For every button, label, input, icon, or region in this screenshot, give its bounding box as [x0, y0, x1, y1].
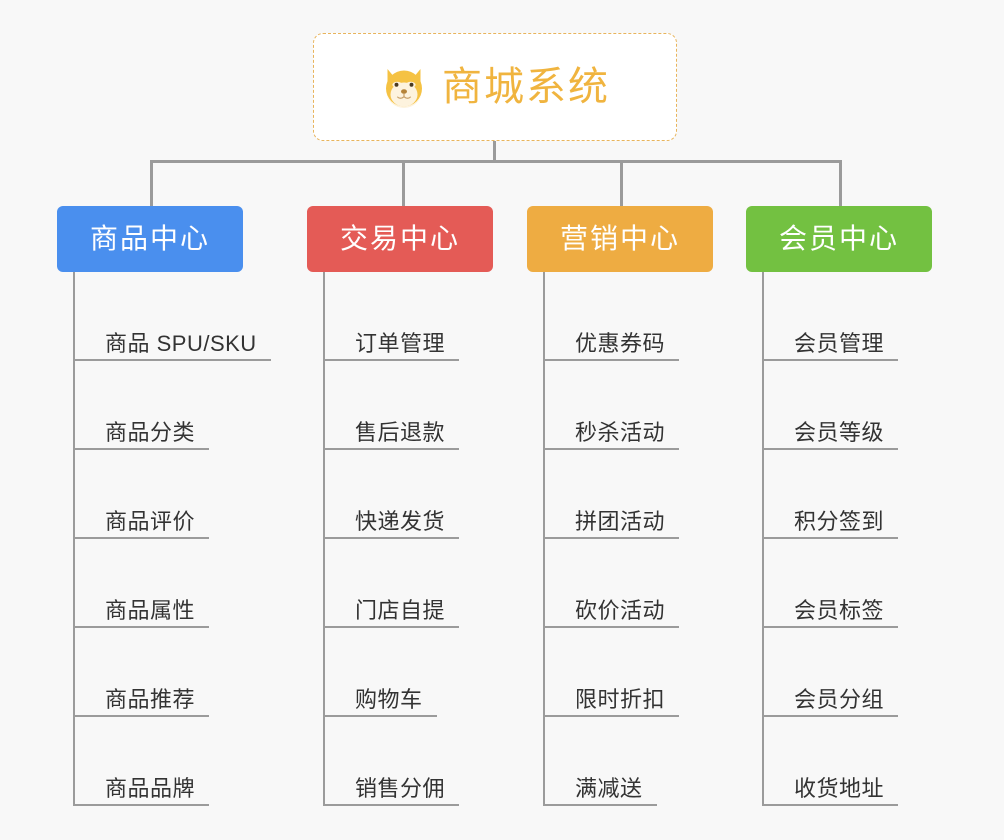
list-item-underline	[764, 804, 898, 806]
list-item-label: 订单管理	[355, 331, 446, 356]
branch-item-list-marketing: 优惠券码 秒杀活动 拼团活动 砍价活动 限时折扣 满减送	[543, 272, 719, 806]
list-item[interactable]: 限时折扣	[545, 628, 719, 717]
list-item-label: 会员标签	[794, 598, 885, 623]
list-item-label: 售后退款	[355, 420, 446, 445]
list-item[interactable]: 会员管理	[764, 272, 938, 361]
list-item-underline	[545, 448, 679, 450]
list-item-label: 限时折扣	[575, 687, 666, 712]
connector-root-stem	[493, 141, 496, 163]
list-item-label: 商品评价	[105, 509, 196, 534]
list-item-underline	[545, 537, 679, 539]
list-item-underline	[75, 448, 209, 450]
list-item-label: 积分签到	[794, 509, 885, 534]
root-label: 商城系统	[442, 65, 610, 109]
branch-header-member[interactable]: 会员中心	[746, 206, 932, 272]
list-item-underline	[764, 448, 898, 450]
list-item-label: 秒杀活动	[575, 420, 666, 445]
branch-column-trade: 交易中心 订单管理 售后退款 快递发货 门店自提 购物车 销售分佣	[307, 206, 499, 806]
list-item-underline	[545, 715, 679, 717]
list-item-underline	[545, 626, 679, 628]
list-item-label: 销售分佣	[355, 776, 446, 801]
list-item-underline	[325, 626, 459, 628]
branch-column-marketing: 营销中心 优惠券码 秒杀活动 拼团活动 砍价活动 限时折扣 满减送	[527, 206, 719, 806]
list-item-label: 商品属性	[105, 598, 196, 623]
list-item[interactable]: 收货地址	[764, 717, 938, 806]
list-item-underline	[75, 626, 209, 628]
list-item-label: 拼团活动	[575, 509, 666, 534]
list-item[interactable]: 满减送	[545, 717, 719, 806]
branch-header-label: 会员中心	[778, 223, 899, 254]
list-item[interactable]: 订单管理	[325, 272, 499, 361]
connector-drop-3	[620, 160, 623, 208]
list-item[interactable]: 购物车	[325, 628, 499, 717]
branch-header-label: 交易中心	[339, 223, 460, 254]
list-item-underline	[325, 537, 459, 539]
list-item-underline	[75, 359, 271, 361]
list-item-underline	[764, 626, 898, 628]
list-item-underline	[545, 359, 679, 361]
list-item-label: 会员管理	[794, 331, 885, 356]
list-item[interactable]: 商品评价	[75, 450, 249, 539]
list-item[interactable]: 积分签到	[764, 450, 938, 539]
list-item-label: 商品推荐	[105, 687, 196, 712]
list-item-underline	[75, 715, 209, 717]
branch-header-label: 营销中心	[559, 223, 680, 254]
connector-horizontal-bus	[150, 160, 842, 163]
list-item[interactable]: 拼团活动	[545, 450, 719, 539]
branch-item-list-product: 商品 SPU/SKU 商品分类 商品评价 商品属性 商品推荐 商品品牌	[73, 272, 271, 806]
list-item-underline	[325, 804, 459, 806]
list-item[interactable]: 售后退款	[325, 361, 499, 450]
connector-drop-1	[150, 160, 153, 208]
list-item[interactable]: 会员等级	[764, 361, 938, 450]
list-item[interactable]: 快递发货	[325, 450, 499, 539]
list-item-label: 会员分组	[794, 687, 885, 712]
list-item[interactable]: 会员分组	[764, 628, 938, 717]
list-item[interactable]: 会员标签	[764, 539, 938, 628]
list-item[interactable]: 销售分佣	[325, 717, 499, 806]
list-item-label: 砍价活动	[575, 598, 666, 623]
branch-column-member: 会员中心 会员管理 会员等级 积分签到 会员标签 会员分组 收货地址	[746, 206, 938, 806]
list-item-underline	[75, 804, 209, 806]
list-item-underline	[764, 359, 898, 361]
list-item-underline	[764, 537, 898, 539]
branch-header-trade[interactable]: 交易中心	[307, 206, 493, 272]
branch-item-list-trade: 订单管理 售后退款 快递发货 门店自提 购物车 销售分佣	[323, 272, 499, 806]
root-node[interactable]: 商城系统	[313, 33, 677, 141]
list-item[interactable]: 商品属性	[75, 539, 249, 628]
list-item-underline	[325, 448, 459, 450]
branch-item-list-member: 会员管理 会员等级 积分签到 会员标签 会员分组 收货地址	[762, 272, 938, 806]
list-item[interactable]: 商品推荐	[75, 628, 249, 717]
list-item-underline	[325, 715, 437, 717]
list-item-underline	[325, 359, 459, 361]
list-item-label: 购物车	[355, 687, 423, 712]
list-item-label: 满减送	[575, 776, 643, 801]
connector-drop-2	[402, 160, 405, 208]
shiba-dog-face-icon	[386, 69, 422, 108]
branch-column-product: 商品中心 商品 SPU/SKU 商品分类 商品评价 商品属性 商品推荐 商品品牌	[57, 206, 271, 806]
list-item[interactable]: 商品品牌	[75, 717, 249, 806]
list-item-label: 商品 SPU/SKU	[105, 331, 257, 356]
list-item[interactable]: 优惠券码	[545, 272, 719, 361]
list-item-label: 收货地址	[794, 776, 885, 801]
list-item-underline	[75, 537, 209, 539]
list-item[interactable]: 砍价活动	[545, 539, 719, 628]
branch-header-label: 商品中心	[89, 223, 210, 254]
list-item[interactable]: 秒杀活动	[545, 361, 719, 450]
list-item[interactable]: 门店自提	[325, 539, 499, 628]
list-item-label: 门店自提	[355, 598, 446, 623]
branch-header-product[interactable]: 商品中心	[57, 206, 243, 272]
branch-header-marketing[interactable]: 营销中心	[527, 206, 713, 272]
list-item-label: 优惠券码	[575, 331, 666, 356]
list-item-label: 商品分类	[105, 420, 196, 445]
list-item-underline	[764, 715, 898, 717]
list-item-label: 快递发货	[355, 509, 446, 534]
list-item-underline	[545, 804, 657, 806]
connector-drop-4	[839, 160, 842, 208]
list-item[interactable]: 商品 SPU/SKU	[75, 272, 271, 361]
list-item[interactable]: 商品分类	[75, 361, 249, 450]
list-item-label: 会员等级	[794, 420, 885, 445]
list-item-label: 商品品牌	[105, 776, 196, 801]
